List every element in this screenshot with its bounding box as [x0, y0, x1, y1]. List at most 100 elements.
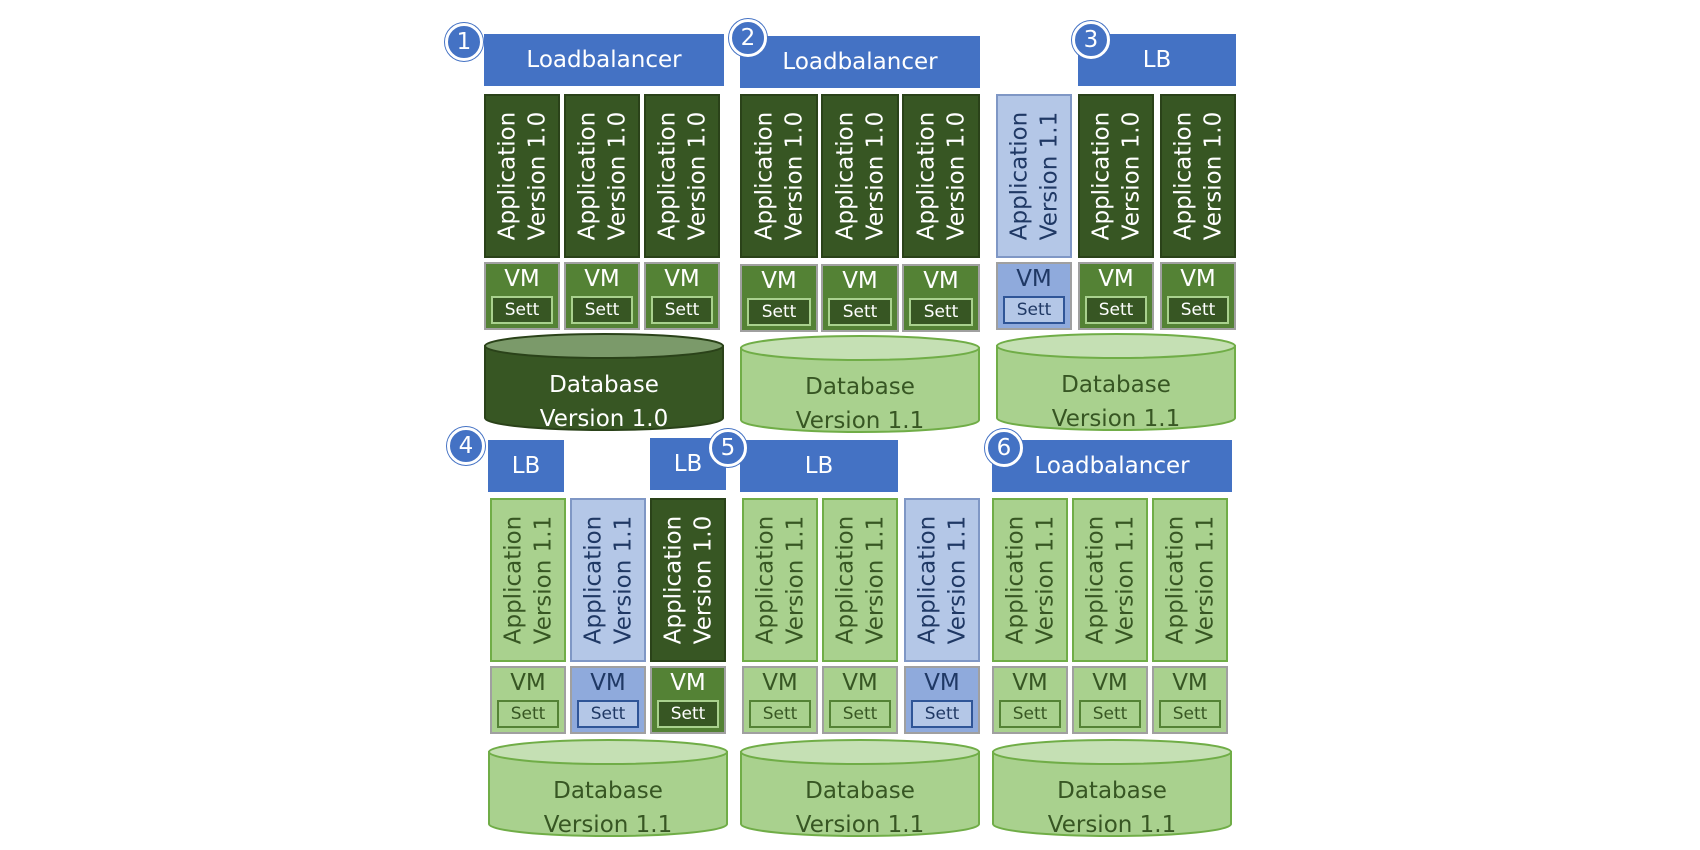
database-top [740, 739, 980, 765]
settings-label: Sett [651, 296, 713, 324]
database-body [740, 751, 980, 837]
database-version: Version 1.1 [795, 812, 925, 838]
settings-label: Sett [1079, 700, 1141, 728]
application-version: Version 1.0 [862, 111, 889, 241]
step-badge: 4 [447, 427, 485, 465]
vm-label: VM [1180, 266, 1216, 292]
settings-label: Sett [1003, 296, 1065, 324]
application-version: Version 1.1 [610, 515, 637, 645]
database-version: Version 1.0 [539, 406, 669, 432]
database-shape [740, 335, 980, 433]
application-version: Version 1.1 [1032, 515, 1059, 645]
settings-label: Sett [909, 298, 973, 326]
vm-label: VM [504, 266, 540, 292]
loadbalancer-box: Loadbalancer [740, 36, 980, 88]
application-version: Version 1.0 [1118, 111, 1145, 241]
application-name: Application [752, 515, 779, 645]
application-version: Version 1.1 [944, 515, 971, 645]
application-version: Version 1.0 [1200, 111, 1227, 241]
database-version: Version 1.1 [1051, 406, 1181, 432]
database-name: Database [1061, 372, 1171, 398]
application-version: Version 1.0 [943, 111, 970, 241]
vm-label: VM [1172, 670, 1208, 696]
step-badge: 5 [709, 429, 747, 467]
settings-label: Sett [911, 700, 973, 728]
vm-label: VM [762, 670, 798, 696]
vm-box: VM Sett [904, 666, 980, 734]
database-body [484, 345, 724, 431]
vm-label: VM [924, 670, 960, 696]
vm-label: VM [584, 266, 620, 292]
loadbalancer-box: LB [488, 440, 564, 492]
database-body [992, 751, 1232, 837]
database-top [488, 739, 728, 765]
vm-label: VM [842, 268, 878, 294]
database-shape [488, 739, 728, 837]
database-top [992, 739, 1232, 765]
settings-label: Sett [747, 298, 811, 326]
application-version: Version 1.1 [530, 515, 557, 645]
database-shape [996, 333, 1236, 431]
vm-label: VM [1098, 266, 1134, 292]
application-version: Version 1.1 [862, 515, 889, 645]
application-name: Application [660, 515, 687, 645]
settings-label: Sett [571, 296, 633, 324]
application-name: Application [914, 515, 941, 645]
vm-label: VM [1092, 670, 1128, 696]
application-name: Application [1006, 111, 1033, 241]
application-version: Version 1.0 [690, 515, 717, 645]
database-name: Database [553, 778, 663, 804]
application-version: Version 1.1 [1192, 515, 1219, 645]
step-badge: 3 [1072, 21, 1110, 59]
database-name: Database [1057, 778, 1167, 804]
loadbalancer-box: LB [740, 440, 898, 492]
database-version: Version 1.1 [795, 408, 925, 434]
loadbalancer-box: Loadbalancer [992, 440, 1232, 492]
application-name: Application [580, 515, 607, 645]
loadbalancer-label: LB [673, 451, 703, 477]
application-version: Version 1.1 [1036, 111, 1063, 241]
application-name: Application [500, 515, 527, 645]
step-badge: 2 [729, 19, 767, 57]
database-name: Database [805, 778, 915, 804]
vm-label: VM [1016, 266, 1052, 292]
application-name: Application [1002, 515, 1029, 645]
application-name: Application [654, 111, 681, 241]
database-name: Database [805, 374, 915, 400]
